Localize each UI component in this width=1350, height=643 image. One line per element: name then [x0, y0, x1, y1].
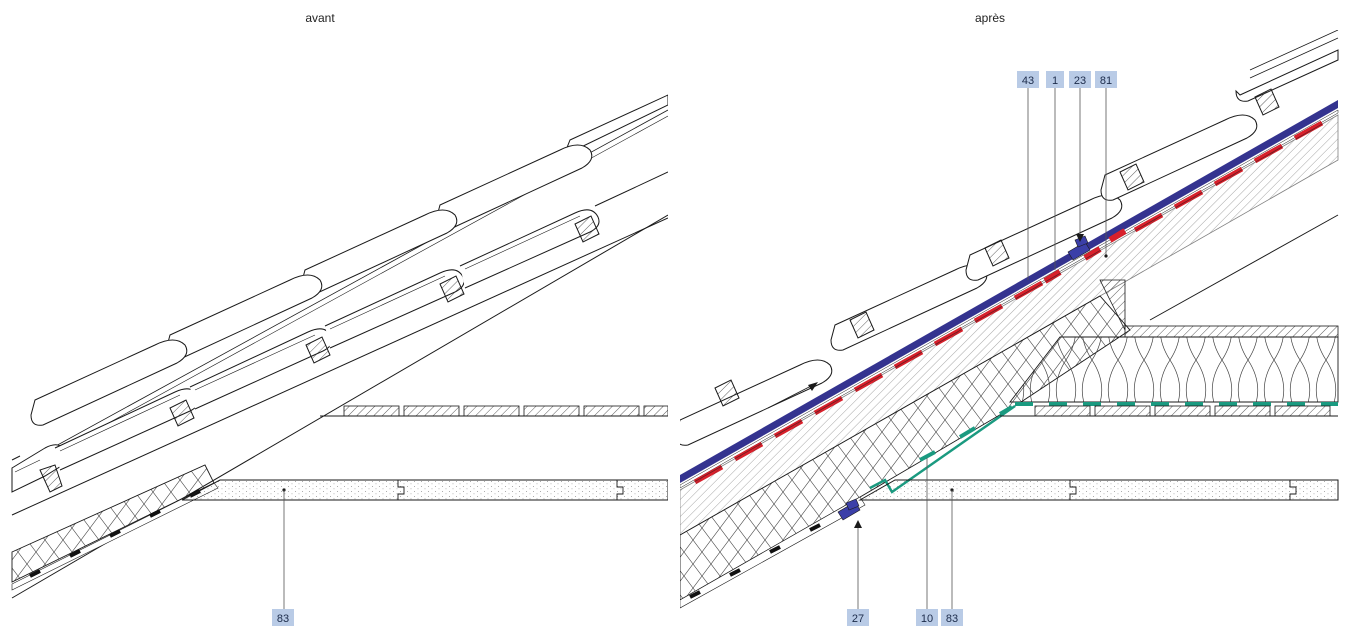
connection-clamps [837, 235, 1091, 521]
callout-83-before: 83 [272, 490, 294, 626]
panel-title-before: avant [305, 11, 335, 25]
svg-text:83: 83 [277, 613, 289, 625]
rafter-line [1149, 214, 1339, 321]
screed-floor-before [181, 479, 668, 501]
existing-insulation [11, 464, 219, 591]
counter-battens [680, 114, 1339, 536]
rafter-wedge [1099, 279, 1126, 331]
svg-text:1: 1 [1052, 75, 1058, 87]
airflow-arrow-icon [767, 382, 818, 409]
panel-after: après [680, 11, 1339, 626]
roof-tiles [11, 94, 668, 493]
panel-title-after: après [975, 11, 1005, 25]
ceiling-boards-after [1000, 405, 1338, 417]
ceiling-boards [320, 405, 668, 417]
svg-text:81: 81 [1100, 75, 1112, 87]
svg-text:27: 27 [852, 613, 864, 625]
screed-floor-after [858, 479, 1339, 501]
svg-text:23: 23 [1074, 75, 1086, 87]
svg-text:10: 10 [921, 613, 933, 625]
roof-line-upper [11, 217, 668, 516]
membrane-layer [680, 100, 1339, 489]
callouts-after-top: 43 1 23 81 [1017, 71, 1117, 280]
svg-text:43: 43 [1022, 75, 1034, 87]
ceiling-insulation [1009, 325, 1339, 403]
svg-text:83: 83 [946, 613, 958, 625]
roof-tiles-after [680, 30, 1339, 446]
panel-before: avant [11, 11, 668, 626]
callouts-after-bottom: 27 10 83 [847, 458, 963, 626]
